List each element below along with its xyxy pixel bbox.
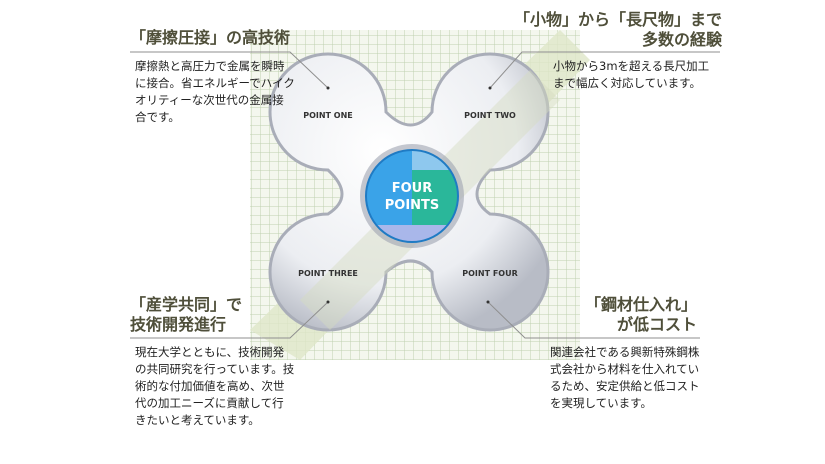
point-four-label: POINT FOUR bbox=[462, 269, 518, 278]
point-two-heading: 「小物」から「長尺物」まで 多数の経験 bbox=[514, 10, 722, 50]
leader-lines bbox=[130, 51, 720, 339]
center-title-line1: FOUR bbox=[392, 181, 433, 196]
point-two-label: POINT TWO bbox=[464, 111, 516, 120]
point-four-body: 関連会社である興新特殊鋼株式会社から材料を仕入れているため、安定供給と低コストを… bbox=[550, 345, 700, 410]
point-one-heading: 「摩擦圧接」の高技術 bbox=[130, 28, 291, 47]
point-three-heading: 「産学共同」で 技術開発進行 bbox=[130, 295, 242, 335]
point-one-body: 摩擦熱と高圧力で金属を瞬時に接合。省エネルギーでハイクオリティーな次世代の金属接… bbox=[135, 59, 295, 124]
point-one-label: POINT ONE bbox=[303, 111, 353, 120]
point-three-heading-line1: 「産学共同」で bbox=[130, 295, 243, 314]
point-two-heading-line1: 「小物」から「長尺物」まで bbox=[513, 10, 722, 29]
point-three-body: 現在大学とともに、技術開発の共同研究を行っています。技術的な付加価値を高め、次世… bbox=[135, 345, 295, 427]
point-two-body: 小物から3mを超える長尺加工まで幅広く対応しています。 bbox=[553, 59, 710, 90]
point-three-heading-line2: 技術開発進行 bbox=[130, 315, 227, 334]
point-four-heading: 「鋼材仕入れ」 が低コスト bbox=[585, 295, 697, 335]
center-title-line2: POINTS bbox=[385, 198, 440, 213]
point-four-heading-line2: が低コスト bbox=[616, 315, 697, 334]
point-three-label: POINT THREE bbox=[298, 269, 358, 278]
point-four-heading-line1: 「鋼材仕入れ」 bbox=[584, 295, 697, 314]
point-two-heading-line2: 多数の経験 bbox=[641, 30, 722, 49]
